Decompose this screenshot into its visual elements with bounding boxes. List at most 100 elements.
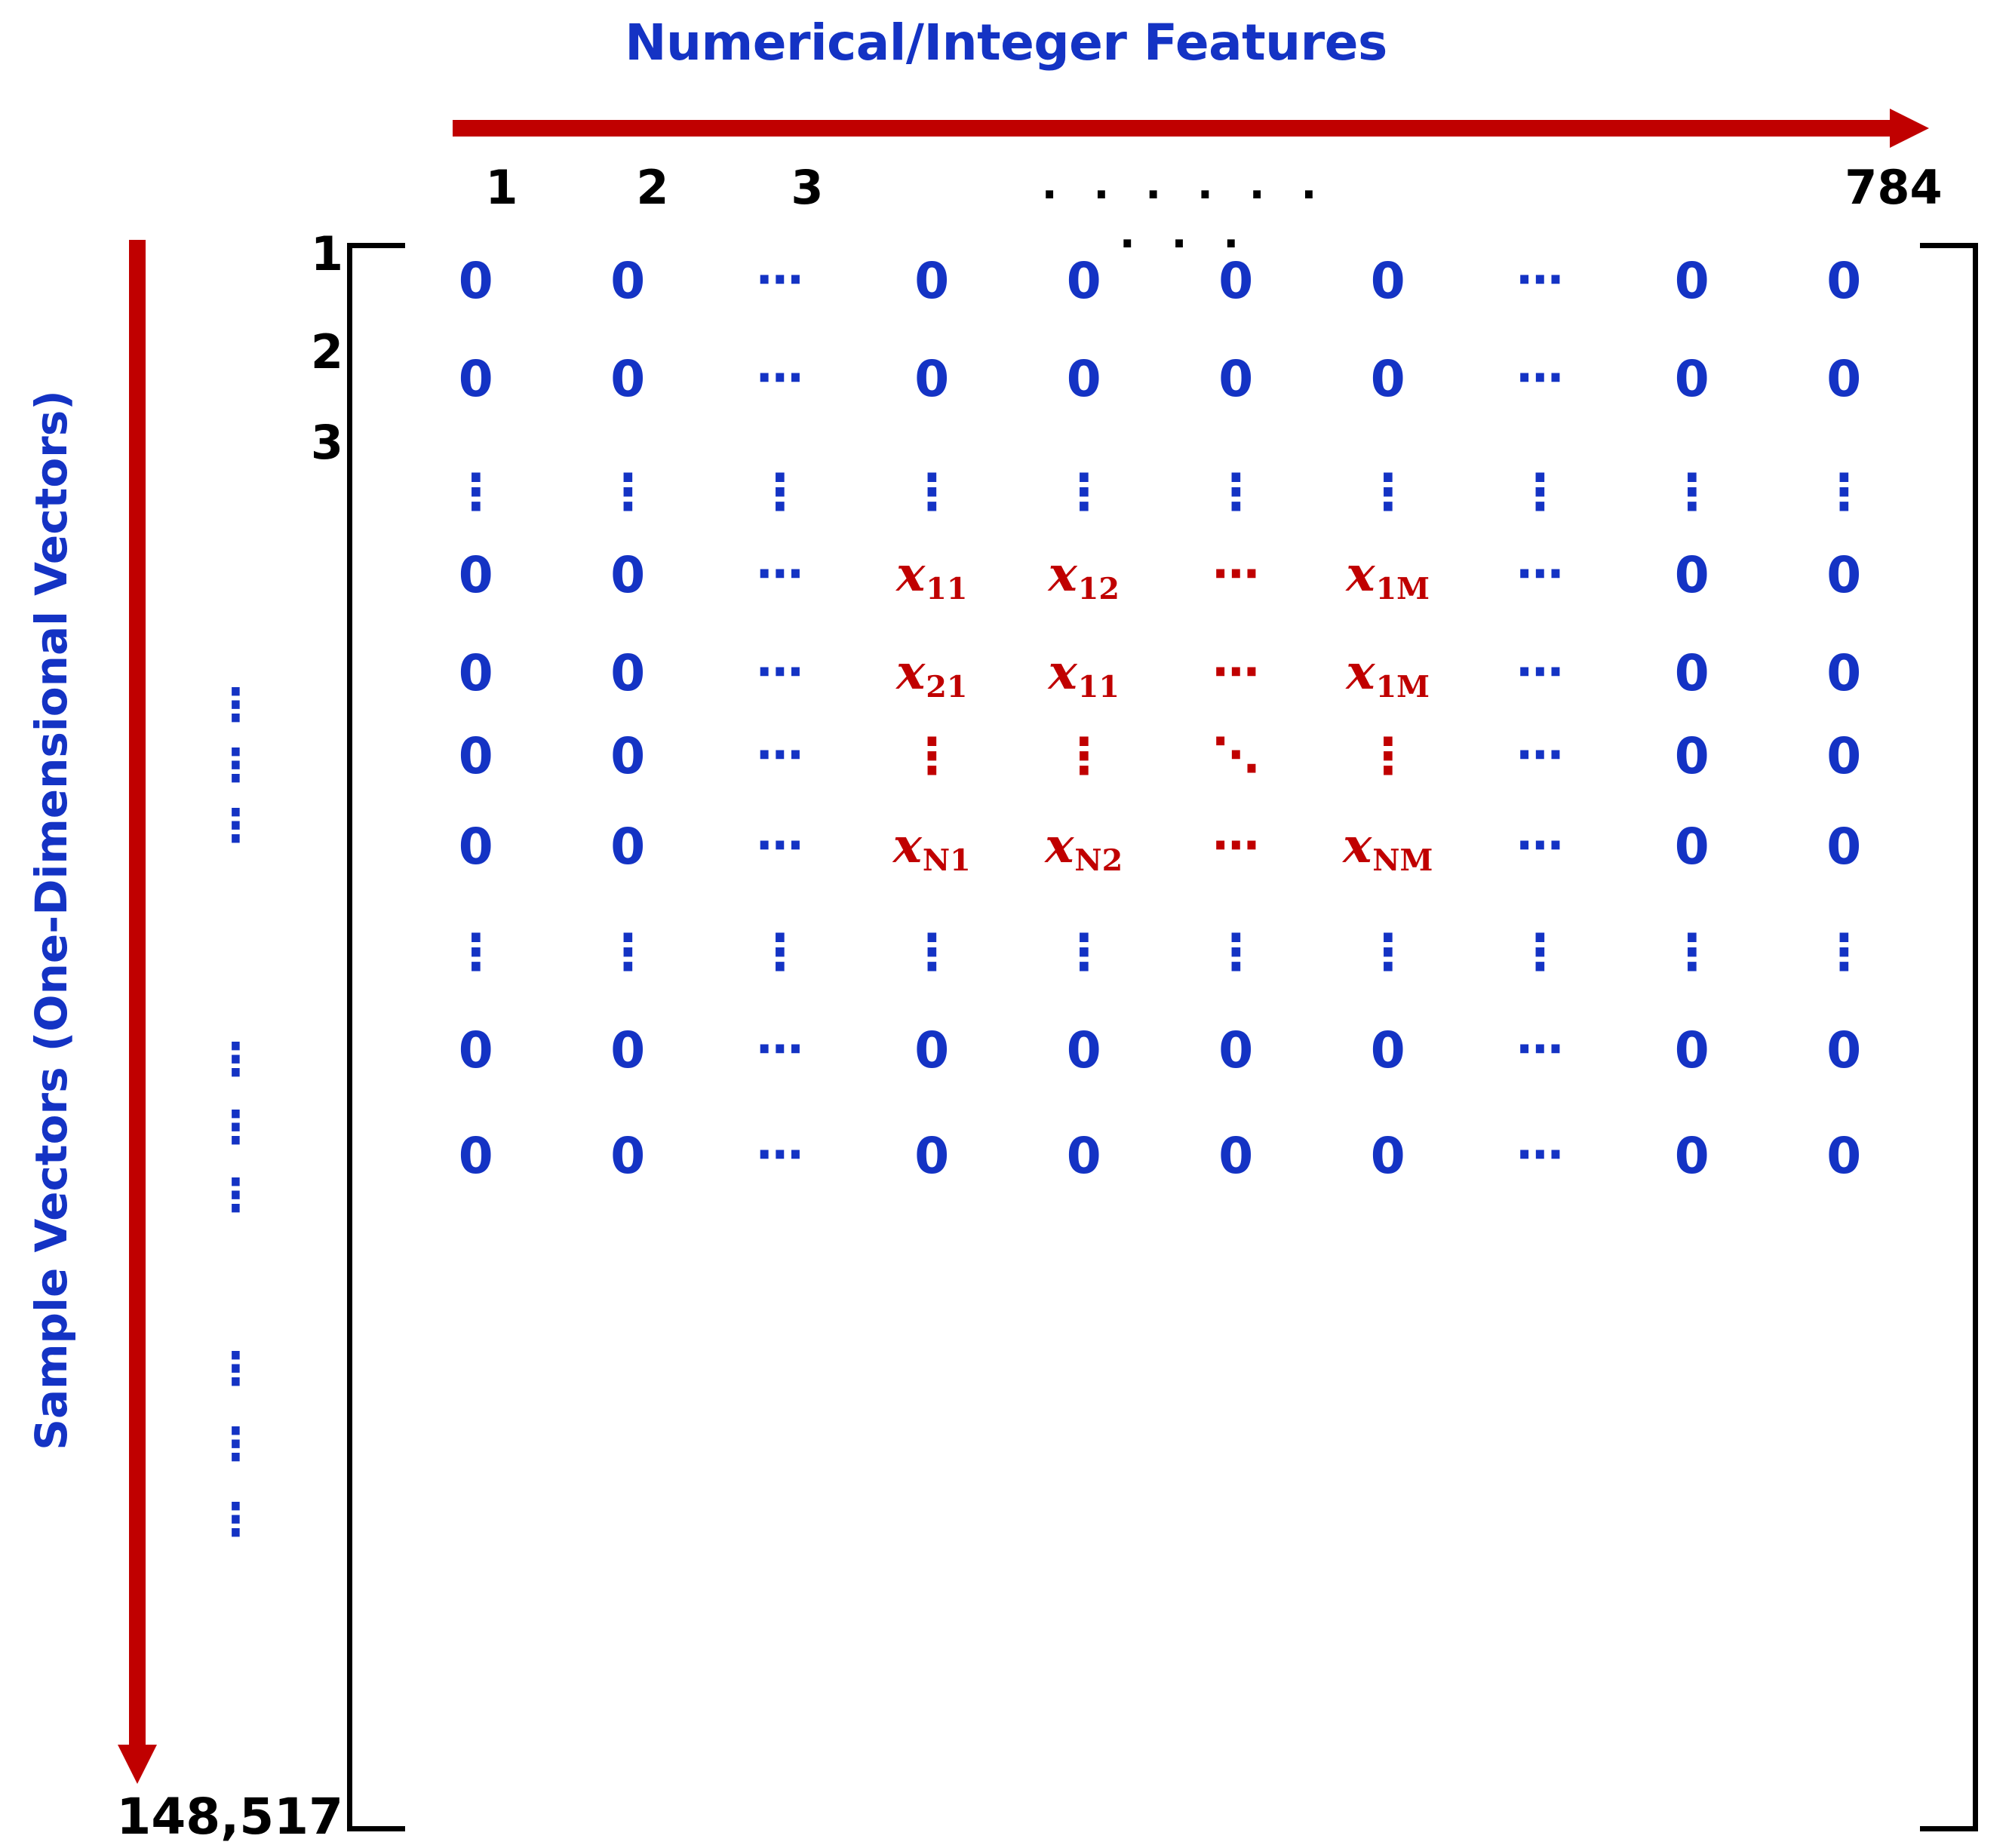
matrix-cell-zero: 0 bbox=[1826, 546, 1862, 604]
matrix-cell-variable: x1M bbox=[1312, 649, 1464, 703]
matrix-cell-vertical-ellipsis: ⋮ bbox=[450, 463, 501, 521]
variable-subscript: NM bbox=[1372, 843, 1433, 879]
matrix-cell-vertical-ellipsis: ⋮ bbox=[1666, 923, 1717, 981]
variable-subscript: 21 bbox=[926, 670, 968, 705]
column-header-2: 2 bbox=[636, 160, 669, 215]
matrix-cell-vertical-ellipsis: ⋮ bbox=[1362, 463, 1413, 521]
variable-subscript: 12 bbox=[1077, 572, 1120, 607]
variable-subscript: 11 bbox=[926, 572, 968, 607]
matrix-cell-horizontal-ellipsis: ⋯ bbox=[756, 644, 803, 699]
matrix-cell-horizontal-ellipsis: ⋯ bbox=[1516, 252, 1564, 307]
matrix-cell-zero: 0 bbox=[610, 1127, 646, 1185]
matrix-cell-zero: 0 bbox=[1674, 818, 1709, 876]
arrow-head bbox=[118, 1745, 157, 1784]
matrix-cell-horizontal-ellipsis: ⋯ bbox=[756, 1021, 803, 1076]
variable-base: x bbox=[896, 644, 926, 701]
matrix-cell-vertical-ellipsis: ⋮ bbox=[1515, 923, 1565, 981]
matrix-cell-horizontal-ellipsis: ⋯ bbox=[1516, 644, 1564, 699]
row-label-last: 148,517 bbox=[116, 1788, 343, 1846]
matrix-cell-zero: 0 bbox=[610, 350, 646, 408]
row-label-ellipsis: ⋮ bbox=[213, 1101, 259, 1154]
matrix-cell-zero: 0 bbox=[458, 818, 493, 876]
column-header-ellipsis: . . . . . . . . . bbox=[1041, 160, 1328, 258]
matrix-left-bracket bbox=[347, 243, 405, 1831]
matrix-cell-horizontal-ellipsis: ⋯ bbox=[1516, 818, 1564, 873]
matrix-cell-variable: x21 bbox=[856, 649, 1009, 703]
matrix-cell-zero: 0 bbox=[1066, 350, 1101, 408]
matrix-cell-vertical-ellipsis: ⋮ bbox=[1362, 727, 1413, 785]
matrix-cell-zero: 0 bbox=[1370, 1127, 1405, 1185]
matrix-cell-zero: 0 bbox=[1066, 252, 1101, 310]
matrix-cell-zero: 0 bbox=[458, 252, 493, 310]
matrix-cell-zero: 0 bbox=[1826, 1127, 1862, 1185]
matrix-cell-vertical-ellipsis: ⋮ bbox=[1058, 727, 1109, 785]
matrix-cell-zero: 0 bbox=[1826, 727, 1862, 785]
row-label-ellipsis: ⋮ bbox=[213, 1033, 259, 1086]
column-header-3: 3 bbox=[791, 160, 824, 215]
matrix-cell-zero: 0 bbox=[610, 546, 646, 604]
matrix-cell-zero: 0 bbox=[1370, 252, 1405, 310]
matrix-cell-vertical-ellipsis: ⋮ bbox=[754, 923, 805, 981]
row-label-ellipsis: ⋮ bbox=[213, 1418, 259, 1471]
arrow-shaft bbox=[129, 240, 146, 1756]
matrix-cell-vertical-ellipsis: ⋮ bbox=[1362, 923, 1413, 981]
matrix-cell-diagonal-ellipsis: ⋱ bbox=[1212, 727, 1260, 782]
matrix-cell-zero: 0 bbox=[914, 1021, 950, 1079]
row-label-ellipsis: ⋮ bbox=[213, 679, 259, 732]
variable-base: x bbox=[1048, 546, 1077, 603]
matrix-cell-vertical-ellipsis: ⋮ bbox=[907, 923, 957, 981]
matrix-cell-vertical-ellipsis: ⋮ bbox=[1666, 463, 1717, 521]
matrix-cell-horizontal-ellipsis: ⋯ bbox=[756, 818, 803, 873]
matrix-cell-vertical-ellipsis: ⋮ bbox=[1058, 923, 1109, 981]
matrix-cell-variable: x12 bbox=[1008, 551, 1160, 605]
matrix-row: ⋮⋮⋮⋮⋮⋮⋮⋮⋮⋮ bbox=[400, 928, 1920, 978]
matrix-cell-zero: 0 bbox=[1066, 1127, 1101, 1185]
matrix-cell-vertical-ellipsis: ⋮ bbox=[1819, 923, 1869, 981]
matrix-cell-vertical-ellipsis: ⋮ bbox=[603, 463, 653, 521]
matrix-right-bracket bbox=[1920, 243, 1978, 1831]
matrix-cell-zero: 0 bbox=[458, 1127, 493, 1185]
column-axis-right-arrow-icon bbox=[453, 109, 1954, 148]
row-label-ellipsis: ⋮ bbox=[213, 739, 259, 792]
matrix-cell-vertical-ellipsis: ⋮ bbox=[1819, 463, 1869, 521]
variable-subscript: N1 bbox=[922, 843, 971, 879]
matrix-cell-variable: x11 bbox=[856, 551, 1009, 605]
arrow-shaft bbox=[453, 120, 1909, 137]
matrix-cell-zero: 0 bbox=[1826, 644, 1862, 702]
matrix-cell-vertical-ellipsis: ⋮ bbox=[1211, 923, 1261, 981]
variable-subscript: 1M bbox=[1375, 572, 1430, 607]
matrix-cell-vertical-ellipsis: ⋮ bbox=[1211, 463, 1261, 521]
matrix-cell-zero: 0 bbox=[1674, 546, 1709, 604]
variable-base: x bbox=[1346, 546, 1375, 603]
column-header-1: 1 bbox=[485, 160, 518, 215]
matrix-cell-zero: 0 bbox=[1674, 252, 1709, 310]
row-axis-down-arrow-icon bbox=[118, 240, 157, 1797]
matrix-cell-horizontal-ellipsis: ⋯ bbox=[756, 727, 803, 782]
matrix-cell-zero: 0 bbox=[1218, 350, 1254, 408]
matrix-cell-zero: 0 bbox=[914, 350, 950, 408]
matrix-cell-variable: xNM bbox=[1312, 822, 1464, 876]
matrix-cell-zero: 0 bbox=[1826, 818, 1862, 876]
matrix-cell-zero: 0 bbox=[610, 727, 646, 785]
matrix-cell-zero: 0 bbox=[1370, 350, 1405, 408]
matrix-cell-vertical-ellipsis: ⋮ bbox=[1058, 463, 1109, 521]
matrix-cell-vertical-ellipsis: ⋮ bbox=[754, 463, 805, 521]
matrix-cell-horizontal-ellipsis: ⋯ bbox=[1516, 546, 1564, 601]
row-label-1: 1 bbox=[310, 226, 343, 281]
matrix-cell-zero: 0 bbox=[914, 252, 950, 310]
row-label-ellipsis: ⋮ bbox=[213, 1169, 259, 1222]
matrix-cell-variable: x1M bbox=[1312, 551, 1464, 605]
matrix-cell-zero: 0 bbox=[1674, 644, 1709, 702]
matrix-cell-zero: 0 bbox=[610, 1021, 646, 1079]
matrix-cell-zero: 0 bbox=[610, 818, 646, 876]
row-label-3: 3 bbox=[310, 415, 343, 470]
